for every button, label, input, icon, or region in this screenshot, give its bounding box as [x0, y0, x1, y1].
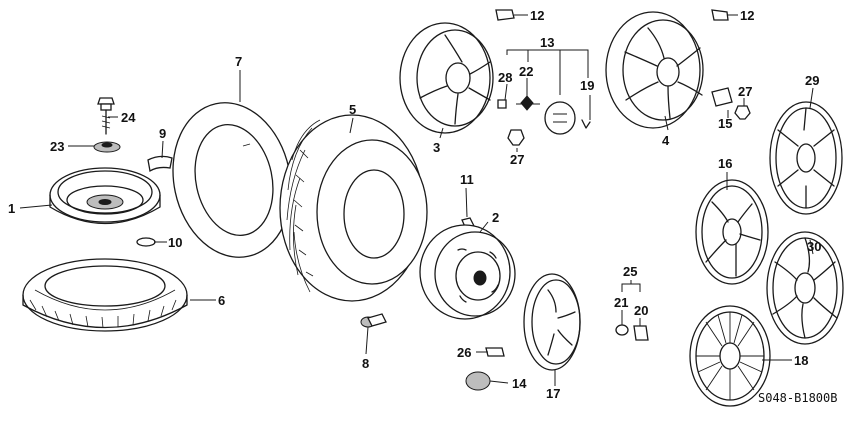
- callout-15: 15: [718, 116, 732, 131]
- callout-7: 7: [235, 54, 242, 69]
- steel-wheel: [419, 224, 516, 320]
- callout-21: 21: [614, 295, 628, 310]
- callout-4: 4: [662, 133, 670, 148]
- clip-left: [495, 9, 515, 21]
- hubcap-29: [769, 101, 843, 215]
- nut-left: [507, 129, 525, 146]
- callout-16: 16: [718, 156, 732, 171]
- washer-21: [615, 324, 629, 336]
- callout-25: 25: [623, 264, 637, 279]
- callout-2: 2: [492, 210, 499, 225]
- hubcap-18: [689, 305, 771, 407]
- callout-29: 29: [805, 73, 819, 88]
- callout-3: 3: [433, 140, 440, 155]
- spare-bolt: [97, 97, 115, 135]
- ring: [136, 237, 156, 247]
- alloy-wheel-3: [399, 22, 494, 134]
- callout-5: 5: [349, 102, 356, 117]
- tire: [279, 114, 428, 302]
- callout-8: 8: [362, 356, 369, 371]
- callout-12-left: 12: [530, 8, 544, 23]
- diagram-code: S048-B1800B: [758, 391, 837, 405]
- callout-13: 13: [540, 35, 554, 50]
- callout-26: 26: [457, 345, 471, 360]
- tire-flap: [172, 102, 292, 258]
- callout-22: 22: [519, 64, 533, 79]
- callout-14: 14: [512, 376, 527, 391]
- callout-10: 10: [168, 235, 182, 250]
- alloy-wheel-4: [605, 11, 704, 129]
- callouts: 1 2 3 4 5 6 7 8 9 10 11 12 12 13 14 15 1…: [8, 8, 821, 401]
- tire-label: [147, 155, 173, 173]
- callout-6: 6: [218, 293, 225, 308]
- callout-1: 1: [8, 201, 15, 216]
- callout-19: 19: [580, 78, 594, 93]
- nut-right: [734, 105, 751, 120]
- spare-tire: [22, 258, 188, 332]
- callout-28: 28: [498, 70, 512, 85]
- callout-18: 18: [794, 353, 808, 368]
- callout-23: 23: [50, 139, 64, 154]
- center-cap-group: [497, 95, 591, 135]
- hubcap-30: [766, 231, 844, 345]
- callout-27-left: 27: [510, 152, 524, 167]
- clip-right: [711, 9, 729, 21]
- callout-17: 17: [546, 386, 560, 401]
- callout-27-right: 27: [738, 84, 752, 99]
- weight-26: [485, 347, 505, 357]
- cap-14: [465, 371, 491, 391]
- callout-20: 20: [634, 303, 648, 318]
- spare-wheel: [49, 167, 161, 225]
- callout-30: 30: [807, 239, 821, 254]
- wheel-cover-17: [523, 273, 581, 371]
- leader-lines: [19, 14, 814, 386]
- callout-9: 9: [159, 126, 166, 141]
- valve-20: [633, 325, 649, 341]
- callout-12-right: 12: [740, 8, 754, 23]
- spare-spacer: [93, 141, 121, 153]
- callout-24: 24: [121, 110, 136, 125]
- valve-adapter: [711, 87, 733, 107]
- valve-stem: [360, 313, 387, 328]
- hubcap-16: [695, 179, 769, 285]
- callout-11: 11: [460, 172, 474, 187]
